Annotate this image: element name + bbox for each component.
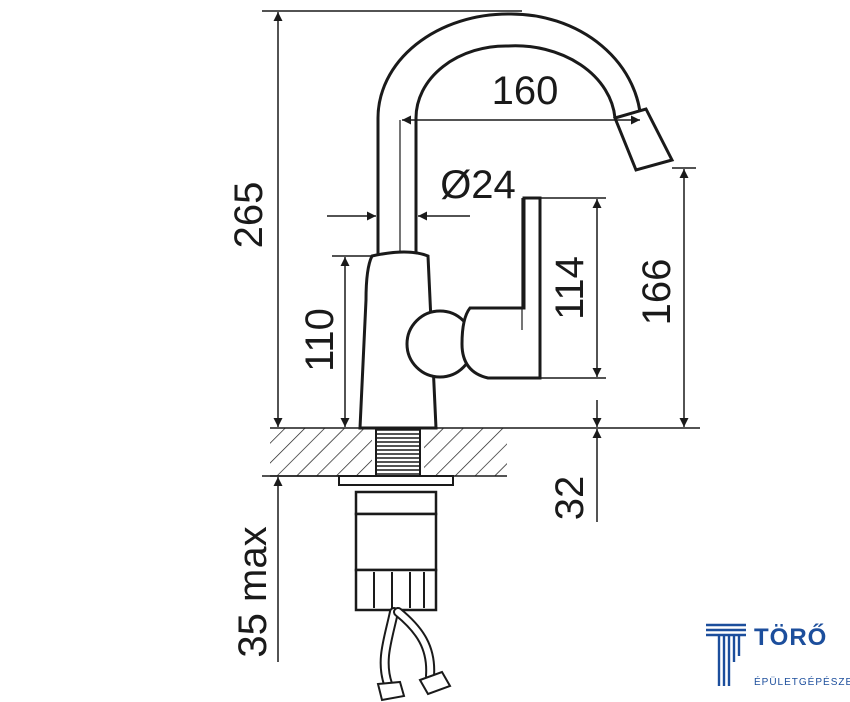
dim-counter-thickness: 32 (548, 476, 592, 521)
logo-name: TÖRŐ (754, 624, 828, 651)
supply-hoses (376, 607, 452, 702)
dim-spout-outlet-height: 166 (635, 259, 679, 326)
thread-stub (375, 427, 421, 477)
dim-body-height: 110 (298, 308, 342, 372)
dim-spout-reach: 160 (492, 69, 559, 113)
dim-max-counter: 35 max (231, 526, 275, 657)
dim-handle-height: 114 (548, 256, 592, 320)
spout (376, 12, 643, 256)
logo-tagline: ÉPÜLETGÉPÉSZET (754, 677, 850, 688)
hose-nut-right (418, 670, 452, 696)
toro-logo: TÖRŐ ÉPÜLETGÉPÉSZET (704, 622, 850, 692)
logo-mark-icon (706, 623, 746, 686)
dimension-labels: 265 160 Ø24 110 114 166 32 35 max (227, 69, 679, 658)
washer (338, 475, 454, 486)
dim-total-height: 265 (227, 182, 271, 249)
handle (460, 196, 542, 380)
dimension-lines (262, 10, 700, 662)
dim-spout-diameter: Ø24 (440, 163, 516, 207)
faucet-body (338, 12, 675, 612)
hose-nut-left (376, 680, 406, 702)
aerator (612, 107, 675, 172)
nut-upper (354, 490, 438, 516)
nut-body (354, 512, 438, 572)
